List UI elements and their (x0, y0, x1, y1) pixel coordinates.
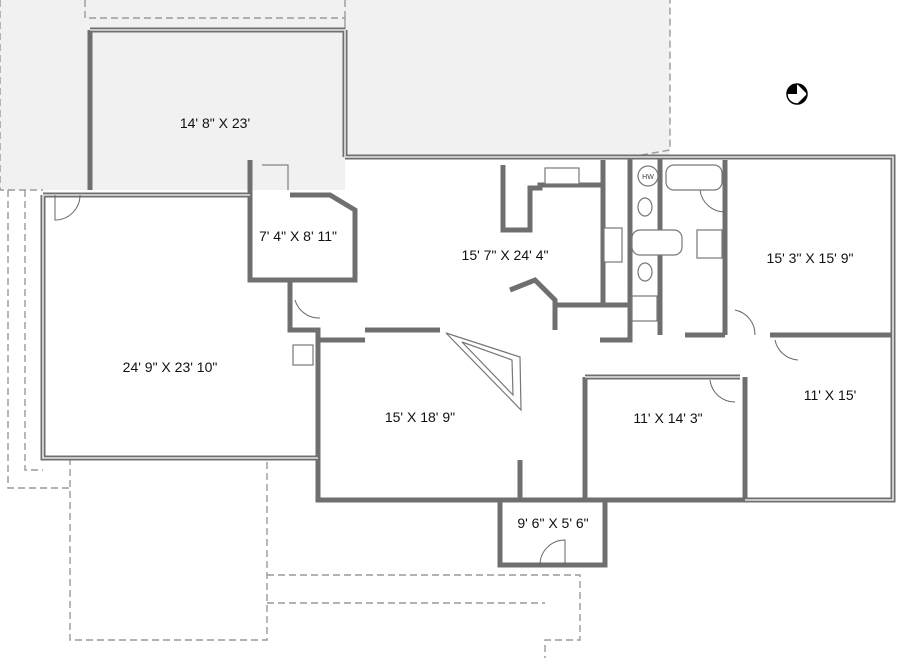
utility-sink (292, 344, 314, 366)
room-label-master-bedroom: 15' 3" X 15' 9" (767, 250, 854, 266)
vanity (696, 229, 723, 259)
doors (54, 164, 799, 566)
compass-icon (786, 83, 808, 105)
fireplace (445, 332, 522, 412)
water-heater (637, 165, 659, 187)
walls (40, 27, 896, 568)
bathtub-2 (631, 229, 683, 256)
stove (603, 227, 623, 263)
fixtures: HW (292, 164, 723, 366)
room-label-living-room: 15' X 18' 9" (385, 409, 455, 425)
vanity-2 (631, 295, 658, 322)
room-label-bedroom-2: 11' X 14' 3" (633, 410, 702, 426)
room-label-entry-porch: 9' 6" X 5' 6" (517, 515, 588, 531)
water-heater-label: HW (642, 174, 654, 181)
bathtub (665, 164, 723, 191)
room-label-patio: 14' 8" X 23' (180, 115, 250, 131)
toilet (637, 197, 653, 217)
room-label-laundry: 7' 4" X 8' 11" (259, 228, 337, 244)
room-label-garage: 24' 9" X 23' 10" (123, 359, 218, 375)
room-label-bedroom-3: 11' X 15' (804, 387, 857, 403)
toilet-2 (637, 262, 653, 282)
room-label-kitchen-dining: 15' 7" X 24' 4" (462, 247, 549, 263)
kitchen-sink (544, 167, 580, 185)
exterior-areas (0, 0, 671, 658)
